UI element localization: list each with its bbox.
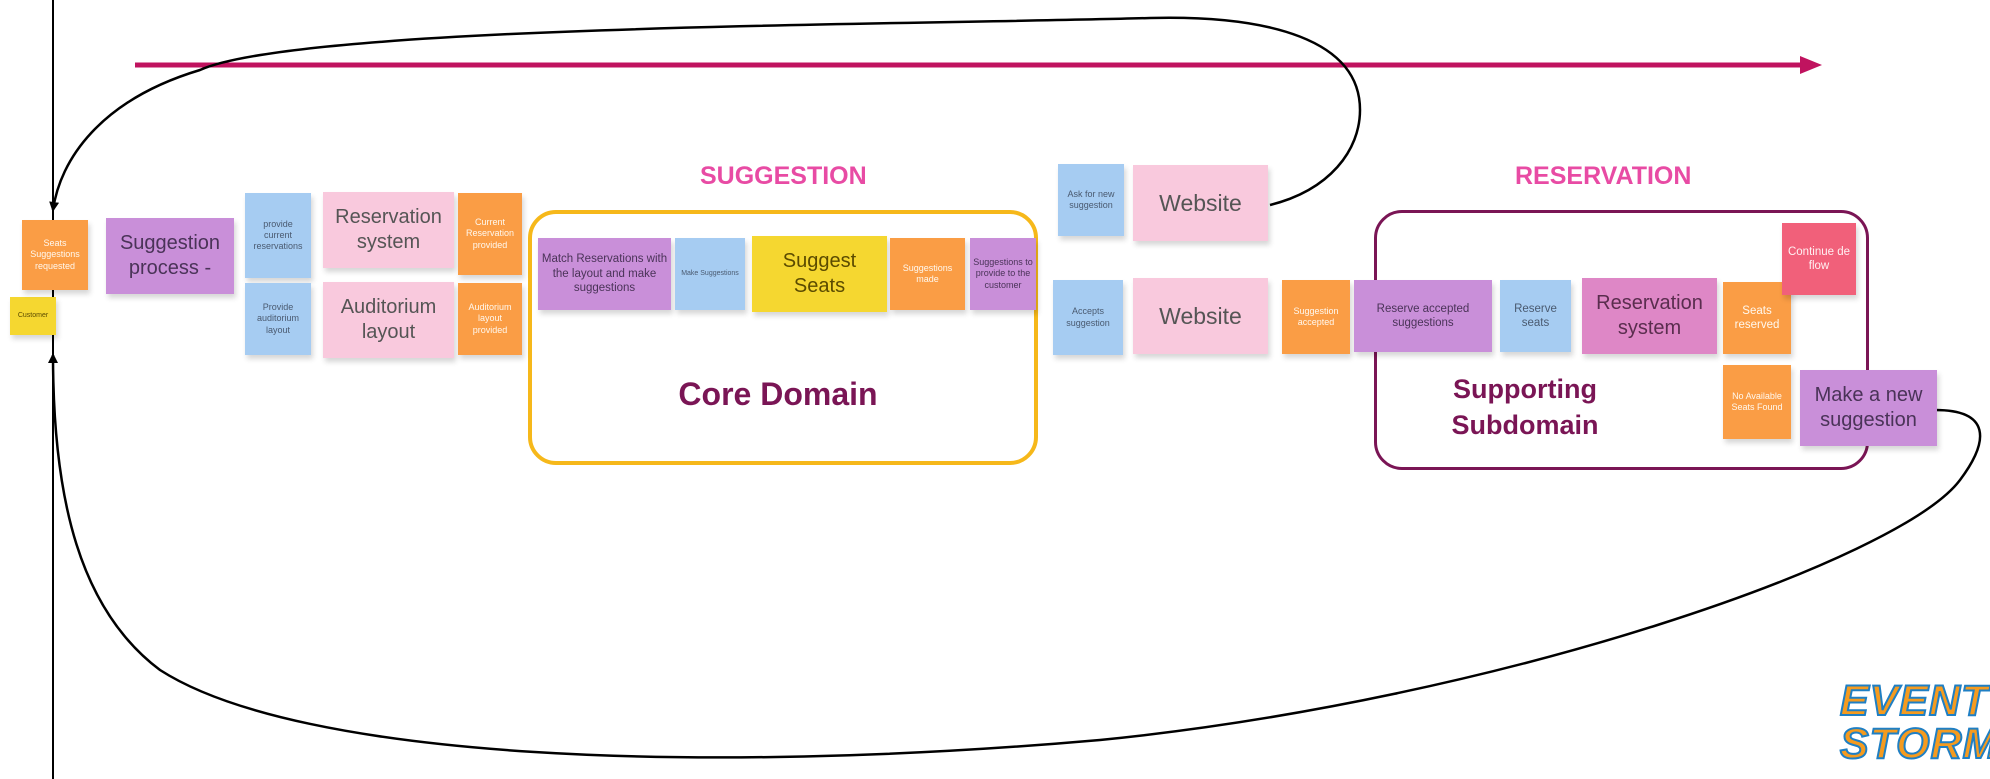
sticky-ask-for-new-suggestion: Ask for new suggestion	[1058, 164, 1124, 236]
sticky-accepts-suggestion: Accepts suggestion	[1053, 280, 1123, 355]
supporting-subdomain-label-line1: Supporting	[1453, 374, 1597, 404]
sticky-reserve-seats: Reserve seats	[1500, 280, 1571, 352]
sticky-provide-auditorium-layout: Provide auditorium layout	[245, 283, 311, 355]
sticky-make-a-new-suggestion: Make a new suggestion	[1800, 370, 1937, 446]
sticky-website-2: Website	[1133, 278, 1268, 354]
sticky-reservation-system-1: Reservation system	[323, 192, 454, 268]
sticky-match-reservations: Match Reservations with the layout and m…	[538, 238, 671, 310]
sticky-suggestions-made: Suggestions made	[890, 238, 965, 310]
sticky-reserve-accepted-suggestions: Reserve accepted suggestions	[1354, 280, 1492, 352]
sticky-reservation-system-2: Reservation system	[1582, 278, 1717, 354]
logo-line1: EVENT	[1839, 677, 1989, 725]
sticky-auditorium-layout: Auditorium layout	[323, 282, 454, 358]
loop-back-arrow-bottom	[48, 353, 1982, 759]
sticky-continue-de-flow: Continue de flow	[1782, 223, 1856, 295]
supporting-subdomain-label-line2: Subdomain	[1451, 410, 1599, 440]
sticky-no-available-seats-found: No Available Seats Found	[1723, 365, 1791, 439]
sticky-seats-reserved: Seats reserved	[1723, 282, 1791, 354]
sticky-provide-current-reservations: provide current reservations	[245, 193, 311, 278]
core-domain-boundary	[528, 210, 1038, 465]
sticky-seats-suggestions-requested: Seats Suggestions requested	[22, 220, 88, 290]
sticky-suggest-seats: Suggest Seats	[752, 236, 887, 312]
timeline-arrowhead	[1800, 56, 1822, 74]
sticky-website-1: Website	[1133, 165, 1268, 241]
core-domain-label: Core Domain	[678, 376, 878, 412]
logo-line2: STORMI	[1839, 720, 1990, 768]
sticky-suggestion-accepted: Suggestion accepted	[1282, 280, 1350, 354]
sticky-auditorium-layout-provided: Auditorium layout provided	[458, 283, 522, 355]
sticky-suggestion-process: Suggestion process -	[106, 218, 234, 294]
sticky-make-suggestions: Make Suggestions	[675, 238, 745, 310]
loop-back-arrow-top	[49, 16, 1362, 212]
sticky-suggestions-to-provide: Suggestions to provide to the customer	[970, 238, 1036, 310]
sticky-current-reservation-provided: Current Reservation provided	[458, 193, 522, 275]
event-storming-logo: EVENT STORMI	[1839, 677, 1990, 768]
sticky-customer: Customer	[10, 297, 56, 335]
section-title-suggestion: SUGGESTION	[700, 162, 867, 190]
section-title-reservation: RESERVATION	[1515, 162, 1692, 190]
